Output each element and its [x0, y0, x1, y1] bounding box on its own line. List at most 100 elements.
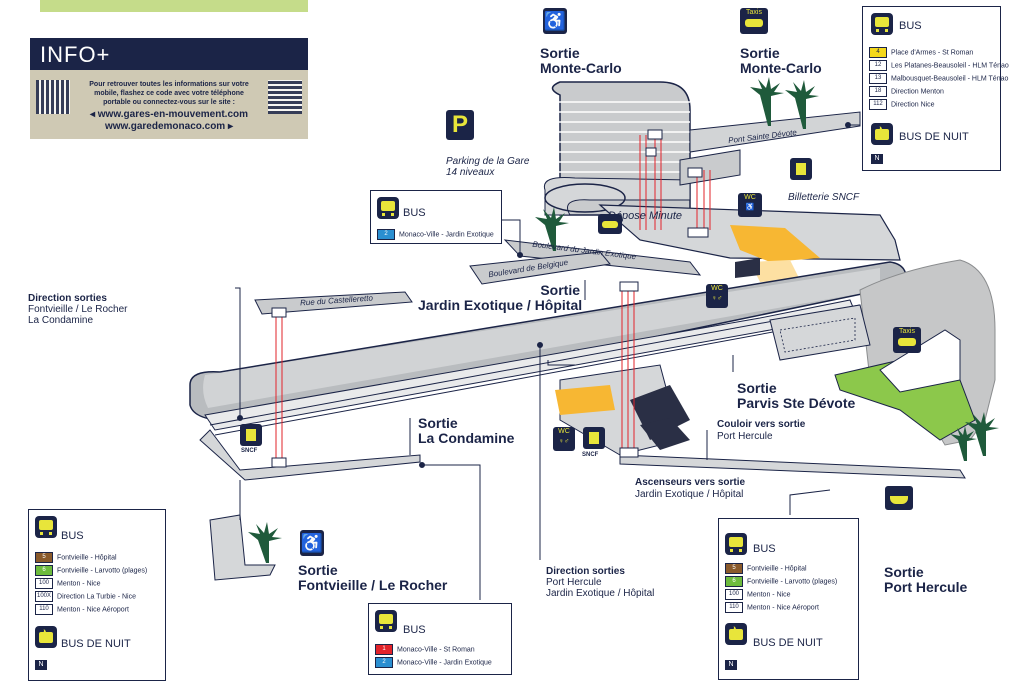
bus-line-destination: Direction Nice	[891, 101, 935, 109]
night-bus-icon	[725, 623, 747, 645]
rue-castelleretto	[254, 291, 413, 315]
bus-line-destination: Direction La Turbie - Nice	[57, 593, 136, 601]
bus-line-destination: Monaco-Ville - St Roman	[397, 646, 475, 654]
bus-line-number-badge: 2	[377, 229, 395, 240]
info-text-1: Pour retrouver toutes les informations s…	[89, 81, 249, 88]
top-accent-strip	[40, 0, 308, 12]
bus-line-destination: Direction Menton	[891, 88, 944, 96]
night-bus-n-badge: N	[35, 660, 47, 670]
night-bus-icon	[871, 123, 893, 145]
night-bus-n-badge: N	[725, 660, 737, 670]
label-billetterie: Billetterie SNCF	[788, 192, 860, 203]
wc-icon-lower: WC♀♂	[553, 427, 575, 451]
bus-line-destination: Menton - Nice Aéroport	[747, 604, 819, 612]
accessibility-icon: ♿	[543, 8, 567, 34]
bus-line-number-badge: 18	[869, 86, 887, 97]
bus-line-number-badge: 100X	[35, 591, 54, 602]
info-text-3: portable ou connectez-vous sur le site :	[103, 99, 235, 106]
bus-line-destination: Fontvieille - Larvotto (plages)	[57, 567, 148, 575]
info-url-2[interactable]: www.garedemonaco.com	[104, 121, 226, 132]
wc-label: WC	[711, 285, 723, 292]
night-bus-header: BUS DE NUIT	[753, 637, 823, 649]
bus-line-destination: Malbousquet-Beausoleil - HLM Ténao	[891, 75, 1009, 83]
bus-line-row: 100 Menton - Nice	[725, 589, 791, 600]
bus-line-row: 18 Direction Menton	[869, 86, 944, 97]
label-direction-sorties-bottom: Direction sorties	[546, 566, 625, 577]
info-box: INFO+ Pour retrouver toutes les informat…	[30, 38, 308, 139]
bus-line-number-badge: 1	[375, 644, 393, 655]
label-sortie-parvis: Sortie Parvis Ste Dévote	[737, 380, 856, 411]
taxi-label: Taxis	[746, 9, 762, 16]
taxi-icon: Taxis	[740, 8, 768, 34]
bus-line-destination: Menton - Nice	[747, 591, 791, 599]
label-sortie-monte-carlo-left: Sortie Monte-Carlo	[540, 45, 622, 76]
drop-off-car-icon	[598, 214, 622, 234]
night-bus-icon	[35, 626, 57, 648]
taxi-icon-parvis: Taxis	[893, 327, 921, 353]
wc-label: WC	[744, 194, 756, 201]
ticket-machine-icon	[790, 158, 812, 180]
bus-icon	[375, 610, 397, 632]
bus-icon	[725, 533, 747, 555]
qr-code-right-icon[interactable]	[268, 80, 302, 114]
label-sortie-jardin: Sortie Jardin Exotique / Hôpital	[418, 282, 583, 313]
condamine-corridor	[199, 429, 421, 481]
bus-line-destination: Menton - Nice Aéroport	[57, 606, 129, 614]
bus-line-number-badge: 6	[725, 576, 743, 587]
label-direction-sorties-bottom-body: Port Hercule Jardin Exotique / Hôpital	[546, 577, 655, 599]
bus-header: BUS	[403, 624, 426, 636]
bus-line-destination: Place d'Armes - St Roman	[891, 49, 974, 57]
bus-line-number-badge: 12	[869, 60, 887, 71]
sncf-label-left: SNCF	[241, 448, 258, 454]
qr-code-left-icon[interactable]	[36, 80, 70, 114]
bus-header: BUS	[403, 207, 426, 219]
port-hercule-corridor	[619, 454, 966, 479]
bus-line-number-badge: 112	[869, 99, 887, 110]
night-bus-header: BUS DE NUIT	[61, 638, 131, 650]
bus-line-number-badge: 110	[725, 602, 743, 613]
lower-service-zone	[555, 385, 615, 415]
info-text-2: mobile, flashez ce code avec votre télép…	[94, 90, 244, 97]
label-direction-sorties-left: Direction sorties	[28, 293, 107, 304]
bus-line-destination: Fontvieille - Hôpital	[747, 565, 807, 573]
label-sortie-fontvieille: Sortie Fontvieille / Le Rocher	[298, 562, 448, 593]
bus-line-row: 112 Direction Nice	[869, 99, 935, 110]
label-depose-minute: Dépose Minute	[608, 210, 682, 222]
parking-letter: P	[451, 111, 468, 138]
night-bus-n-badge: N	[871, 154, 883, 164]
leader-lines	[235, 122, 860, 600]
upper-escalator	[735, 258, 760, 278]
info-title: INFO+	[40, 42, 111, 67]
bus-line-number-badge: 13	[869, 73, 887, 84]
label-ascenseurs-body: Jardin Exotique / Hôpital	[635, 489, 744, 500]
bus-icon	[377, 197, 399, 219]
accessibility-icon-fontvieille: ♿	[300, 530, 324, 556]
info-url-1[interactable]: www.gares-en-mouvement.com	[97, 109, 249, 120]
bus-header: BUS	[753, 543, 776, 555]
bus-line-number-badge: 100	[725, 589, 743, 600]
ticket-machine-icon-left	[240, 424, 262, 446]
boulevard-de-belgique	[469, 251, 611, 285]
bus-line-number-badge: 2	[375, 657, 393, 668]
label-couloir-body: Port Hercule	[717, 431, 773, 442]
elevator-shafts	[275, 135, 711, 462]
bus-line-row: 13 Malbousquet-Beausoleil - HLM Ténao	[869, 73, 1008, 84]
label-parking: Parking de la Gare 14 niveaux	[446, 156, 530, 178]
bus-header: BUS	[61, 530, 84, 542]
bus-icon	[35, 516, 57, 538]
bus-line-destination: Fontvieille - Hôpital	[57, 554, 117, 562]
billetterie-zone	[730, 225, 820, 262]
label-sortie-monte-carlo-right: Sortie Monte-Carlo	[740, 45, 822, 76]
